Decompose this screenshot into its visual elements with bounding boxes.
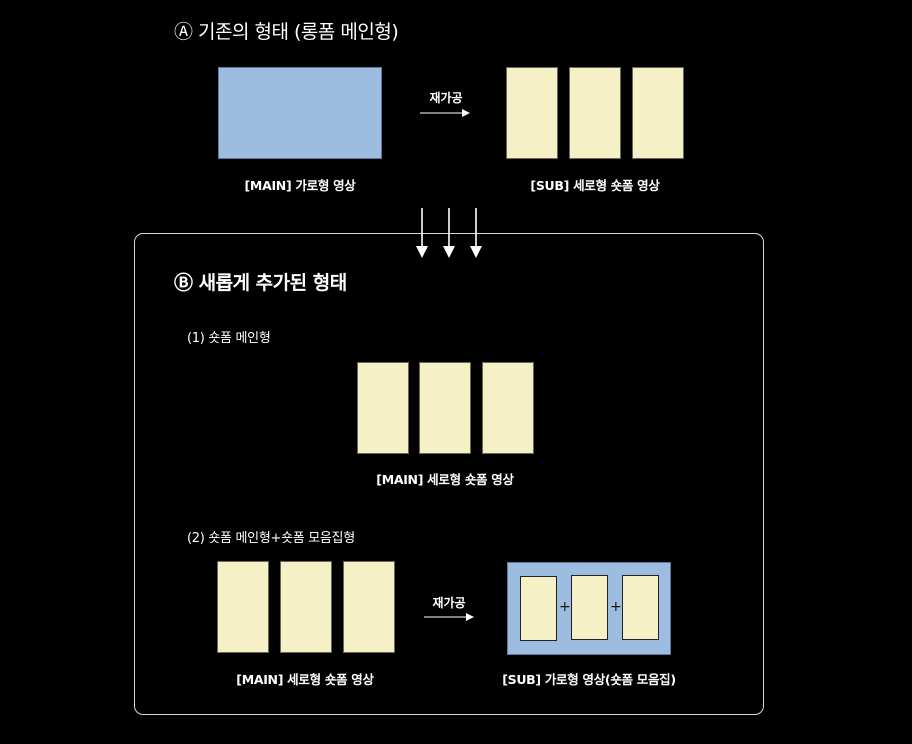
down-arrows-icon [416,208,482,258]
section-a-title: Ⓐ 기존의 형태 (롱폼 메인형) [174,21,399,43]
sub-caption-a: [SUB] 세로형 숏폼 영상 [530,178,660,193]
sub-vertical-video-box-3 [632,67,684,159]
case2-vertical-video-box-1 [217,561,269,653]
main-caption-a: [MAIN] 가로형 영상 [244,178,356,193]
case1-main-caption: [MAIN] 세로형 숏폼 영상 [376,472,514,487]
case-2-label: (2) 숏폼 메인형+숏폼 모음집형 [187,531,355,546]
right-arrow-icon [424,613,474,621]
compilation-clip-1 [520,576,557,641]
compilation-clip-3 [622,575,659,640]
plus-icon: + [610,599,622,615]
compilation-horizontal-video-box: + + [507,562,671,655]
plus-icon: + [559,599,571,615]
case1-vertical-video-box-1 [357,362,409,454]
case2-vertical-video-box-2 [280,561,332,653]
case2-sub-caption: [SUB] 가로형 영상(숏폼 모음집) [502,672,676,687]
compilation-clip-2 [571,575,608,640]
case-1-label: (1) 숏폼 메인형 [187,331,271,346]
main-horizontal-video-box [218,67,382,159]
reprocess-label-a: 재가공 [429,91,463,105]
case1-vertical-video-box-3 [482,362,534,454]
reprocess-label-b: 재가공 [432,596,466,610]
case2-main-caption: [MAIN] 세로형 숏폼 영상 [236,672,374,687]
sub-vertical-video-box-2 [569,67,621,159]
case1-vertical-video-box-2 [419,362,471,454]
case2-vertical-video-box-3 [343,561,395,653]
sub-vertical-video-box-1 [506,67,558,159]
section-b-title: Ⓑ 새롭게 추가된 형태 [174,272,347,294]
right-arrow-icon [420,109,470,117]
